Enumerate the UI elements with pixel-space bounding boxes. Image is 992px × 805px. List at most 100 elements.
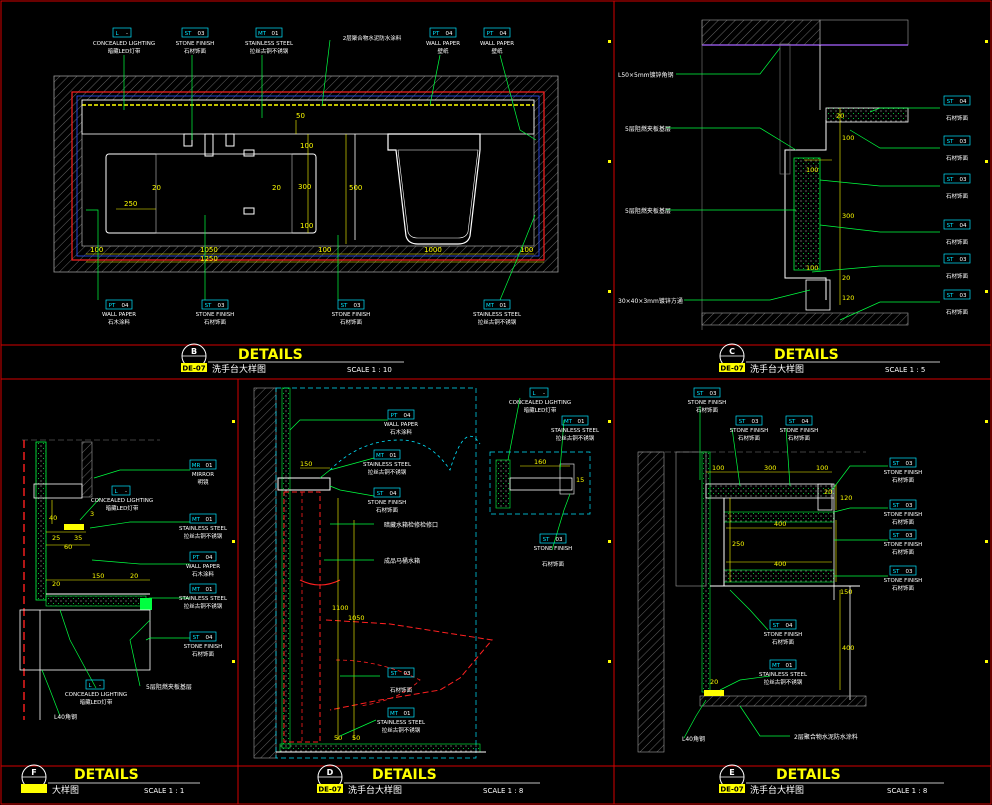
svg-text:L: L	[88, 683, 92, 689]
panel-b-sheet: DE-07	[182, 365, 205, 373]
svg-text:壁纸: 壁纸	[491, 47, 503, 55]
svg-text:03: 03	[960, 139, 967, 145]
panel-d-section: 150 160 15 1100 1050 50 50 暗藏水箱检修检修口 成品马…	[253, 387, 600, 796]
svg-text:01: 01	[206, 587, 213, 593]
svg-text:01: 01	[272, 31, 279, 37]
dim-f-35: 35	[74, 534, 82, 542]
panel-b-tags-top: L - CONCEALED LIGHTING 暗藏LED灯带 ST 03 STO…	[93, 27, 514, 55]
panel-b-subtitle: 洗手台大样图	[212, 363, 266, 375]
dim-f-60: 60	[64, 543, 72, 551]
tag-c-0: ST 04 石材饰面	[943, 95, 971, 122]
svg-text:MT: MT	[192, 517, 201, 523]
panel-f-title-block: F DETAILS 大样图 SCALE 1 : 1	[21, 764, 200, 796]
dim-b-1050: 1050	[200, 246, 218, 254]
svg-text:PT: PT	[109, 303, 116, 309]
svg-text:石材饰面: 石材饰面	[946, 154, 969, 162]
svg-text:暗藏LED灯带: 暗藏LED灯带	[524, 406, 557, 414]
svg-text:PT: PT	[487, 31, 494, 37]
note-c-1: 5层阻燃夹板基层	[625, 125, 671, 133]
svg-text:ST: ST	[543, 537, 550, 543]
svg-text:石木涂料: 石木涂料	[108, 318, 131, 326]
svg-text:01: 01	[786, 663, 793, 669]
svg-text:-: -	[126, 31, 128, 37]
svg-text:拉丝古铜不锈钢: 拉丝古铜不锈钢	[250, 47, 289, 55]
svg-text:石木涂料: 石木涂料	[390, 428, 413, 436]
svg-text:PT: PT	[433, 31, 440, 37]
tag-b-top-4: PT 04 WALL PAPER 壁纸	[480, 27, 514, 55]
panel-e-title: DETAILS	[776, 767, 841, 783]
svg-text:ST: ST	[947, 177, 954, 183]
svg-text:石材饰面: 石材饰面	[946, 238, 969, 246]
svg-text:ST: ST	[193, 635, 200, 641]
svg-text:石材饰面: 石材饰面	[892, 476, 915, 484]
tag-b-top-0: L - CONCEALED LIGHTING 暗藏LED灯带	[93, 27, 155, 55]
dim-e-400a: 400	[774, 520, 786, 528]
svg-text:石材饰面: 石材饰面	[772, 638, 795, 646]
note-c-0: L50×5mm镀锌角钢	[618, 71, 674, 79]
svg-text:03: 03	[906, 533, 913, 539]
svg-text:ST: ST	[893, 533, 900, 539]
tag-c-2: ST 03 石材饰面	[943, 173, 971, 200]
dim-b-20b: 20	[272, 184, 281, 192]
panel-e-section: 100 300 100 20 120 400 250 400 150 400 2…	[637, 387, 944, 796]
panel-c-sheet: DE-07	[720, 365, 743, 373]
svg-text:03: 03	[906, 461, 913, 467]
svg-text:-: -	[543, 391, 545, 397]
dim-d-1100: 1100	[332, 604, 349, 612]
svg-text:STAINLESS STEEL: STAINLESS STEEL	[179, 596, 228, 602]
svg-text:石材饰面: 石材饰面	[340, 318, 363, 326]
dim-c-300: 300	[842, 212, 854, 220]
svg-text:STONE FINISH: STONE FINISH	[368, 500, 407, 506]
svg-text:PT: PT	[391, 413, 398, 419]
svg-text:拉丝古铜不锈钢: 拉丝古铜不锈钢	[382, 726, 421, 734]
dim-f-25: 25	[52, 534, 60, 542]
dim-e-20b: 20	[710, 678, 718, 686]
tag-b-top-2: MT 01 STAINLESS STEEL 拉丝古铜不锈钢	[245, 27, 294, 55]
svg-text:石材饰面: 石材饰面	[738, 434, 761, 442]
dim-d-50a: 50	[334, 734, 342, 742]
tag-e-right-0: ST 03 STONE FINISH 石材饰面	[884, 457, 923, 484]
note-b-waterproof: 2层聚合物水泥防水涂料	[343, 34, 402, 42]
panel-f-marker: F	[31, 768, 36, 777]
dim-b-1250: 1250	[200, 255, 218, 263]
svg-text:STONE FINISH: STONE FINISH	[884, 470, 923, 476]
svg-text:暗藏LED灯带: 暗藏LED灯带	[80, 698, 113, 706]
dim-d-15: 15	[576, 476, 584, 484]
svg-text:STONE FINISH: STONE FINISH	[688, 400, 727, 406]
svg-text:STONE FINISH: STONE FINISH	[764, 632, 803, 638]
dim-f-3: 3	[90, 510, 94, 518]
note-e-1: 2层聚合物水泥防水涂料	[794, 733, 858, 741]
svg-text:ST: ST	[739, 419, 746, 425]
svg-text:ST: ST	[185, 31, 192, 37]
svg-text:石材饰面: 石材饰面	[184, 47, 207, 55]
tag-f-1: L - CONCEALED LIGHTING 暗藏LED灯带	[91, 485, 153, 512]
dim-b-50: 50	[296, 112, 305, 120]
svg-text:MT: MT	[376, 453, 385, 459]
svg-text:04: 04	[500, 31, 507, 37]
dim-f-40: 40	[49, 514, 57, 522]
svg-text:石材饰面: 石材饰面	[892, 584, 915, 592]
svg-text:石材饰面: 石材饰面	[390, 686, 413, 694]
tag-e-right-1: ST 03 STONE FINISH 石材饰面	[884, 499, 922, 526]
dim-b-500: 500	[349, 184, 362, 192]
dim-b-20a: 20	[152, 184, 161, 192]
panel-e-tags-top: ST 03 STONE FINISH 石材饰面 ST 03 STONE FINI…	[688, 387, 818, 442]
dim-f-20b: 20	[130, 572, 138, 580]
tag-d-7: MT 01 STAINLESS STEEL 拉丝古铜不锈钢	[377, 707, 426, 734]
panel-f-subtitle: 大样图	[52, 784, 79, 796]
svg-text:ST: ST	[947, 293, 954, 299]
svg-text:01: 01	[578, 419, 585, 425]
svg-text:WALL PAPER: WALL PAPER	[384, 422, 418, 428]
panel-e-scale: SCALE 1 : 8	[887, 787, 927, 795]
tag-e-top-0: ST 03 STONE FINISH 石材饰面	[688, 387, 727, 414]
dim-c-20: 20	[836, 112, 844, 120]
svg-text:MT: MT	[486, 303, 495, 309]
dim-d-160: 160	[534, 458, 546, 466]
dim-c-100a: 100	[842, 134, 854, 142]
svg-text:ST: ST	[391, 671, 398, 677]
svg-text:01: 01	[206, 463, 213, 469]
svg-text:WALL PAPER: WALL PAPER	[480, 41, 514, 47]
tag-c-3: ST 04 石材饰面	[943, 219, 971, 246]
svg-text:STAINLESS STEEL: STAINLESS STEEL	[759, 672, 808, 678]
svg-text:ST: ST	[947, 223, 954, 229]
